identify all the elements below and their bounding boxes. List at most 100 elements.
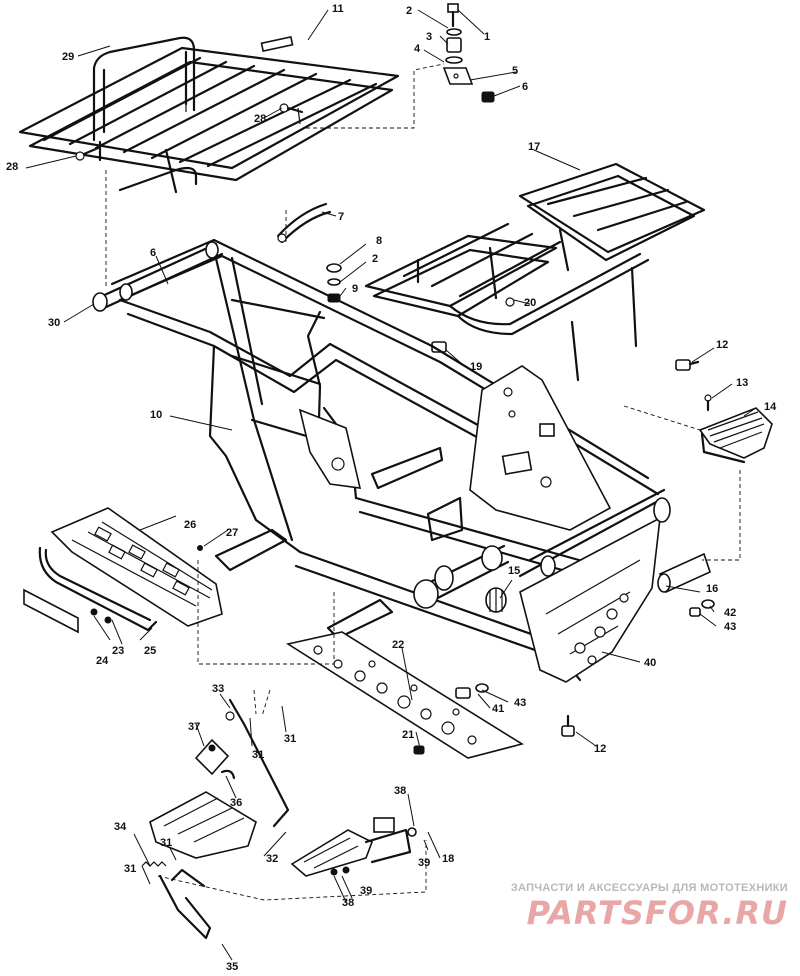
callout-8: 8 xyxy=(376,235,382,247)
callout-24: 24 xyxy=(96,655,109,667)
nut-8 xyxy=(326,263,342,273)
skid-plate-22 xyxy=(285,631,525,759)
leader-lines xyxy=(25,9,757,961)
brake-rod-33 xyxy=(225,698,290,828)
rear-footwell-26 xyxy=(50,507,223,627)
callout-38: 38 xyxy=(394,785,406,797)
footpeg-14 xyxy=(698,407,773,464)
callout-41: 41 xyxy=(492,703,504,715)
brake-pedal-plate xyxy=(149,791,257,859)
front-axle-mount-15 xyxy=(485,587,507,613)
callout-38: 38 xyxy=(342,897,354,909)
callout-31: 31 xyxy=(284,733,296,745)
callout-11: 11 xyxy=(332,3,344,15)
callouts: 1234566782910111212131415161718192021222… xyxy=(6,3,777,973)
callout-12: 12 xyxy=(716,339,728,351)
callout-5: 5 xyxy=(512,65,518,77)
callout-16: 16 xyxy=(706,583,718,595)
center-bulkhead xyxy=(469,365,612,531)
callout-43: 43 xyxy=(724,621,736,633)
strap-7 xyxy=(276,202,332,244)
washer-42 xyxy=(701,599,715,609)
callout-26: 26 xyxy=(184,519,196,531)
nut-38 xyxy=(330,866,350,876)
washer-4 xyxy=(445,56,463,64)
steering-tube xyxy=(413,544,510,609)
footrest-right xyxy=(290,817,412,877)
callout-37: 37 xyxy=(188,721,200,733)
callout-31: 31 xyxy=(252,749,264,761)
watermark: ЗАПЧАСТИ И АКСЕССУАРЫ ДЛЯ МОТОТЕХНИКИ PA… xyxy=(488,882,788,930)
callout-39: 39 xyxy=(360,885,372,897)
callout-6: 6 xyxy=(150,247,156,259)
heel-guard-25 xyxy=(38,546,158,632)
washer-2b xyxy=(327,278,341,286)
callout-12: 12 xyxy=(594,743,606,755)
callout-15: 15 xyxy=(508,565,520,577)
front-guard xyxy=(518,488,671,683)
brake-switch-37 xyxy=(194,738,230,776)
washer-2 xyxy=(446,28,462,36)
bolt-12b xyxy=(561,714,575,737)
callout-7: 7 xyxy=(338,211,344,223)
callout-21: 21 xyxy=(402,729,414,741)
front-rack xyxy=(364,162,706,382)
spring-34 xyxy=(141,861,167,867)
callout-3: 3 xyxy=(426,31,432,43)
callout-19: 19 xyxy=(470,361,482,373)
callout-42: 42 xyxy=(724,607,736,619)
callout-31: 31 xyxy=(124,863,136,875)
callout-9: 9 xyxy=(352,283,358,295)
callout-29: 29 xyxy=(62,51,74,63)
callout-6: 6 xyxy=(522,81,528,93)
callout-14: 14 xyxy=(764,401,777,413)
callout-28: 28 xyxy=(254,113,266,125)
bolt-39 xyxy=(407,827,417,837)
callout-30: 30 xyxy=(48,317,60,329)
rear-footrest-bar xyxy=(214,528,394,640)
brake-lever-35 xyxy=(158,868,212,940)
callout-32: 32 xyxy=(266,853,278,865)
callout-2: 2 xyxy=(406,5,412,17)
dashed-guides xyxy=(105,63,741,901)
bolt-12 xyxy=(675,359,700,371)
callout-23: 23 xyxy=(112,645,124,657)
callout-35: 35 xyxy=(226,961,238,973)
frame-gusset-left xyxy=(298,408,362,489)
bolt-41 xyxy=(455,687,471,699)
rear-tube xyxy=(92,241,224,312)
bolt-43 xyxy=(689,607,701,617)
spacer-3 xyxy=(446,37,462,53)
callout-27: 27 xyxy=(226,527,238,539)
callout-43: 43 xyxy=(514,697,526,709)
bracket-5 xyxy=(442,67,474,85)
bolt-1 xyxy=(447,3,459,28)
watermark-caption: ЗАПЧАСТИ И АКСЕССУАРЫ ДЛЯ МОТОТЕХНИКИ xyxy=(510,882,788,894)
plate-24 xyxy=(23,588,79,634)
tube-cap-16 xyxy=(657,552,711,594)
callout-25: 25 xyxy=(144,645,156,657)
clip-36 xyxy=(220,769,236,780)
bolt-21 xyxy=(413,745,425,755)
callout-22: 22 xyxy=(392,639,404,651)
rack-bolt-28a xyxy=(279,103,304,114)
callout-2: 2 xyxy=(372,253,378,265)
callout-4: 4 xyxy=(414,43,421,55)
callout-33: 33 xyxy=(212,683,224,695)
callout-36: 36 xyxy=(230,797,242,809)
callout-17: 17 xyxy=(528,141,540,153)
screw-23 xyxy=(90,608,112,624)
callout-39: 39 xyxy=(418,857,430,869)
watermark-logo: PARTSFOR.RU xyxy=(526,894,788,932)
callout-40: 40 xyxy=(644,657,656,669)
callout-13: 13 xyxy=(736,377,748,389)
callout-34: 34 xyxy=(114,821,127,833)
rivet-27 xyxy=(197,545,203,551)
callout-18: 18 xyxy=(442,853,454,865)
callout-20: 20 xyxy=(524,297,536,309)
callout-1: 1 xyxy=(484,31,490,43)
callout-31: 31 xyxy=(160,837,172,849)
callout-28: 28 xyxy=(6,161,18,173)
nut-6 xyxy=(481,91,495,103)
